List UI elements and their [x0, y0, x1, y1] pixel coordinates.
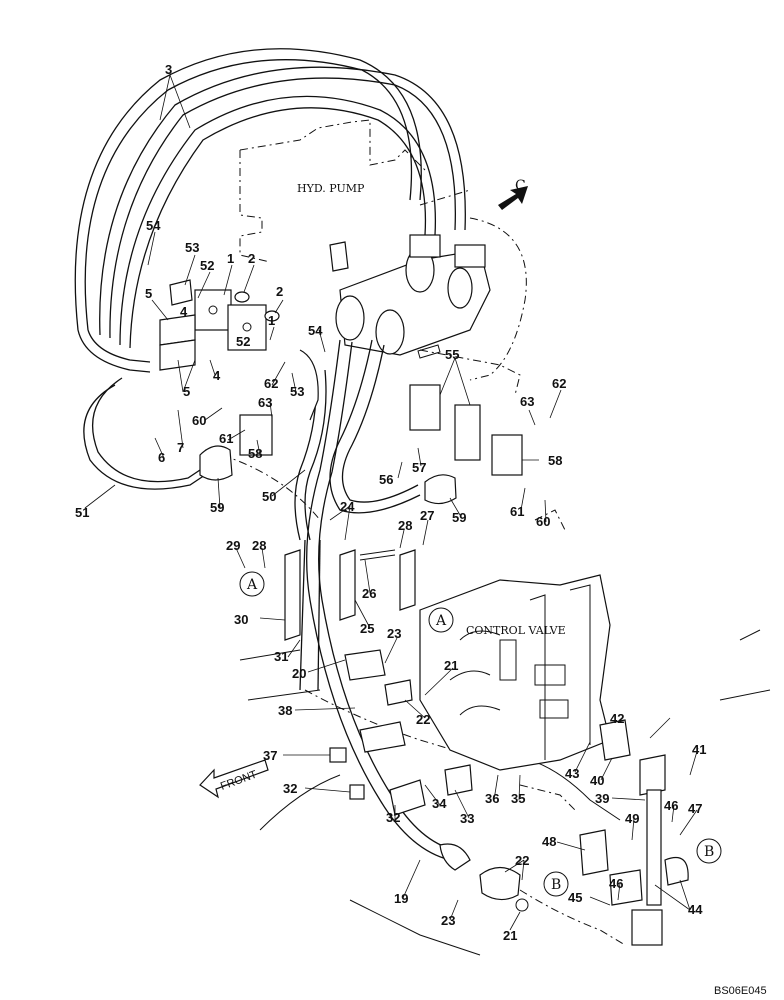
svg-text:A: A: [435, 613, 447, 629]
callout-60-left: 60: [192, 413, 206, 428]
callout-62-right: 62: [552, 376, 566, 391]
callout-22-mid: 22: [416, 712, 430, 727]
svg-text:B: B: [704, 844, 714, 860]
callout-52-mid: 52: [236, 334, 250, 349]
callout-42: 42: [610, 711, 624, 726]
callout-1-mid: 1: [268, 313, 275, 328]
callout-57: 57: [412, 460, 426, 475]
callout-41: 41: [692, 742, 706, 757]
callout-60-right: 60: [536, 514, 550, 529]
drawing-code: BS06E045: [714, 985, 767, 997]
ref-a-left: [239, 571, 265, 597]
callout-28-right: 28: [398, 518, 412, 533]
callout-27: 27: [420, 508, 434, 523]
callout-5-bottom: 5: [183, 384, 190, 399]
callout-39: 39: [595, 791, 609, 806]
callout-58-left: 58: [248, 446, 262, 461]
callout-38: 38: [278, 703, 292, 718]
callout-25: 25: [360, 621, 374, 636]
control-valve: CONTROL VALVE: [419, 574, 611, 771]
callout-61-right: 61: [510, 504, 524, 519]
callout-3: 3: [165, 62, 172, 77]
callout-31: 31: [274, 649, 288, 664]
callout-23-mid: 23: [387, 626, 401, 641]
callout-43: 43: [565, 766, 579, 781]
callout-24: 24: [340, 499, 355, 514]
control-valve-label: CONTROL VALVE: [466, 624, 566, 637]
hyd-pump-label: HYD. PUMP: [297, 182, 365, 195]
callout-36: 36: [485, 791, 499, 806]
leader-lines: [84, 74, 699, 931]
ref-b-right: [696, 838, 722, 864]
callout-7: 7: [177, 440, 184, 455]
callout-63-left: 63: [258, 395, 272, 410]
callout-4-bottom: 4: [213, 368, 221, 383]
ref-b-left: [543, 871, 569, 897]
callout-20: 20: [292, 666, 306, 681]
callout-59-left: 59: [210, 500, 224, 515]
svg-text:C: C: [515, 178, 526, 194]
phantom-outlines: [204, 119, 626, 946]
callout-6: 6: [158, 450, 165, 465]
callout-56: 56: [379, 472, 393, 487]
brackets-middle: [284, 549, 473, 816]
callout-49: 49: [625, 811, 639, 826]
callout-1-top: 1: [227, 251, 234, 266]
callout-55: 55: [445, 347, 459, 362]
callout-51: 51: [75, 505, 89, 520]
callout-58-right: 58: [548, 453, 562, 468]
callout-5-top: 5: [145, 286, 152, 301]
callout-35: 35: [511, 791, 525, 806]
callout-47: 47: [688, 801, 702, 816]
reference-circles: A A B B: [239, 571, 722, 897]
callout-33: 33: [460, 811, 474, 826]
fittings-upper: [159, 241, 523, 505]
callout-30: 30: [234, 612, 248, 627]
callout-26: 26: [362, 586, 376, 601]
ref-a-right: [428, 607, 454, 633]
callout-48: 48: [542, 834, 556, 849]
svg-text:A: A: [246, 577, 258, 593]
callout-numbers: 3 54 53 52 1 2 2 1 5 4 52 5 4 62 53 54 6…: [75, 62, 706, 943]
callout-61-left: 61: [219, 431, 233, 446]
callout-21-mid: 21: [444, 658, 458, 673]
callout-32-mid: 32: [386, 810, 400, 825]
callout-40: 40: [590, 773, 604, 788]
callout-53-bottom: 53: [290, 384, 304, 399]
callout-54-top: 54: [146, 218, 161, 233]
callout-19: 19: [394, 891, 408, 906]
callout-50: 50: [262, 489, 276, 504]
hydraulic-pump: HYD. PUMP: [297, 182, 491, 359]
callout-22-bottom: 22: [515, 853, 529, 868]
block-1b: [227, 304, 267, 351]
callout-53-top: 53: [185, 240, 199, 255]
callout-54-mid: 54: [308, 323, 323, 338]
callout-32-left: 32: [283, 781, 297, 796]
block-1a: [194, 289, 232, 331]
callout-34: 34: [432, 796, 447, 811]
callout-21-bottom: 21: [503, 928, 517, 943]
callout-4-top: 4: [180, 304, 188, 319]
callout-2-mid: 2: [276, 284, 283, 299]
view-arrow-c: C: [498, 178, 528, 210]
callout-28-left: 28: [252, 538, 266, 553]
callout-44: 44: [688, 902, 703, 917]
callout-2-top: 2: [248, 251, 255, 266]
front-arrow: FRONT: [199, 759, 269, 799]
support-lower-right: [439, 719, 689, 946]
callout-37: 37: [263, 748, 277, 763]
callout-46-right: 46: [664, 798, 678, 813]
callout-23-bottom: 23: [441, 913, 455, 928]
callout-52-top: 52: [200, 258, 214, 273]
callout-29: 29: [226, 538, 240, 553]
callout-46-bottom: 46: [609, 876, 623, 891]
callout-59-right: 59: [452, 510, 466, 525]
callout-62-left: 62: [264, 376, 278, 391]
callout-45: 45: [568, 890, 582, 905]
svg-text:B: B: [551, 877, 561, 893]
callout-63-right: 63: [520, 394, 534, 409]
